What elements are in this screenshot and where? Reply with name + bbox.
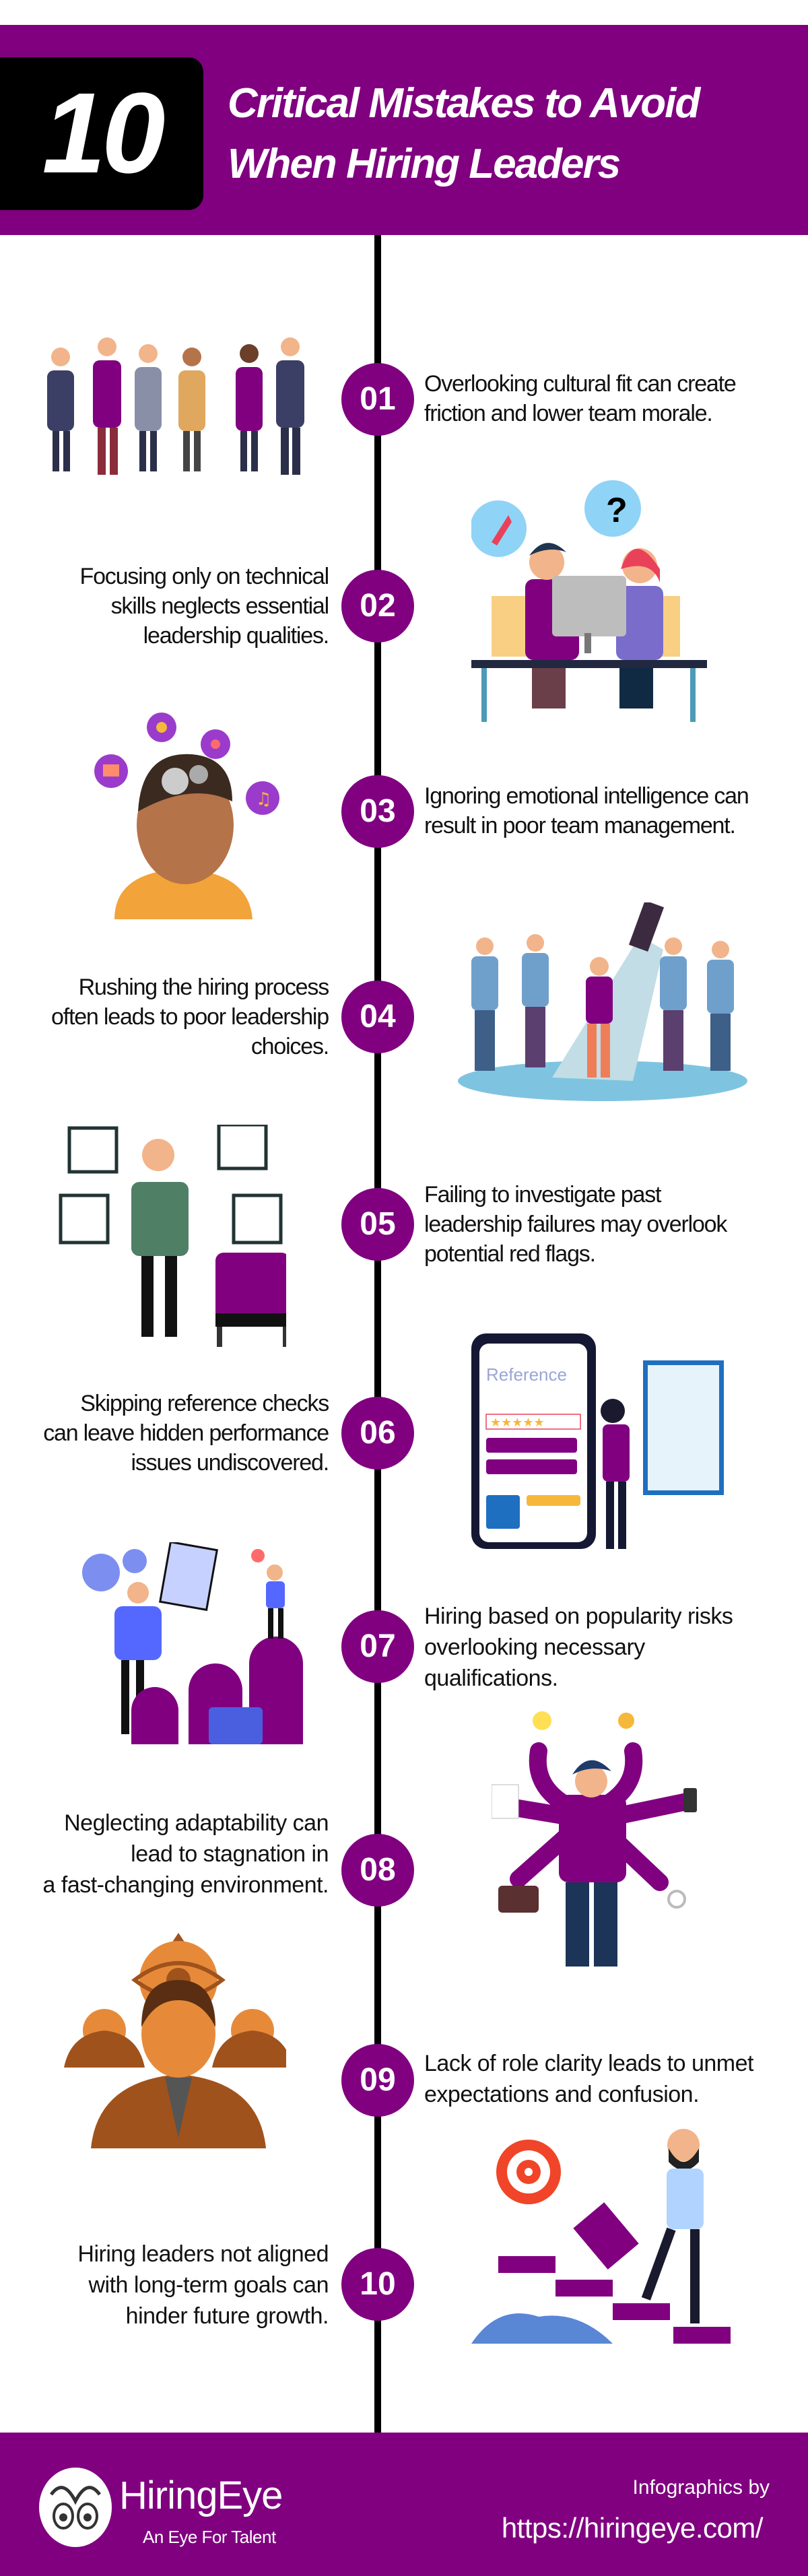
hiringeye-logo	[39, 2468, 112, 2547]
svg-text:★★★★★: ★★★★★	[490, 1416, 545, 1430]
gear-icon	[162, 768, 189, 795]
owl-eyes-icon	[49, 2486, 102, 2530]
step-text-10: Hiring leaders not aligned with long-term…	[7, 2239, 329, 2332]
briefcase-icon	[209, 1707, 263, 1744]
certificate-icon	[59, 1193, 110, 1245]
goal-stairs-illustration	[471, 2129, 731, 2344]
credit-label: Infographics by	[632, 2476, 770, 2499]
text-line: skills neglects essential	[110, 593, 330, 619]
magnifier-icon	[667, 1890, 686, 1909]
step-badge-03: 03	[341, 775, 414, 848]
certificate-icon	[217, 1125, 268, 1170]
step-text-05: Failing to investigate past leadership fa…	[424, 1180, 801, 1269]
gear-icon	[123, 1549, 147, 1573]
footer: HiringEye An Eye For Talent Infographics…	[0, 2433, 808, 2576]
lightbulb-icon	[533, 1711, 551, 1730]
briefcase-icon	[498, 1886, 539, 1913]
brand-name: HiringEye	[119, 2474, 283, 2517]
text-line: Skipping reference checks	[80, 1391, 329, 1416]
text-line: a fast-changing environment.	[42, 1872, 329, 1898]
candidate-figure	[586, 957, 613, 1078]
step-text-08: Neglecting adaptability can lead to stagn…	[7, 1808, 329, 1901]
step-badge-07: 07	[341, 1610, 414, 1683]
text-line: expectations and confusion.	[424, 2082, 700, 2107]
text-line: Hiring leaders not aligned	[77, 2241, 329, 2267]
step-badge-10: 10	[341, 2248, 414, 2321]
website-link[interactable]: https://hiringeye.com/	[501, 2512, 764, 2544]
certificate-icon	[67, 1126, 119, 1174]
spotlight-candidate-illustration	[458, 902, 747, 1101]
title-line-1: Critical Mistakes to Avoid	[228, 80, 700, 127]
text-line: Neglecting adaptability can	[64, 1810, 329, 1836]
svg-text:♫: ♫	[256, 789, 271, 810]
checklist-icon	[158, 1542, 219, 1612]
text-line: with long-term goals can	[88, 2272, 329, 2298]
header-banner: 10 Critical Mistakes to Avoid When Hirin…	[0, 25, 808, 235]
gear-icon	[82, 1554, 120, 1591]
popularity-podium-illustration	[82, 1542, 303, 1744]
title-line-2: When Hiring Leaders	[228, 141, 621, 187]
star-rating	[485, 1414, 581, 1430]
text-line: Focusing only on technical	[79, 564, 330, 589]
text-line: leadership failures may overlook	[424, 1212, 727, 1237]
step-badge-04: 04	[341, 981, 414, 1053]
step-text-01: Overlooking cultural fit can create frict…	[424, 369, 801, 428]
text-line: result in poor team management.	[424, 813, 736, 838]
text-line: lead to stagnation in	[131, 1841, 329, 1867]
role-clarity-leaders-illustration	[64, 1933, 286, 2148]
rocket-bubble-icon	[471, 500, 527, 557]
document-icon	[492, 1784, 519, 1819]
text-line: hinder future growth.	[125, 2303, 329, 2329]
title-number: 10	[0, 57, 203, 210]
step-badge-05: 05	[341, 1188, 414, 1261]
step-text-06: Skipping reference checks can leave hidde…	[7, 1389, 329, 1478]
step-badge-08: 08	[341, 1834, 414, 1907]
text-line: issues undiscovered.	[131, 1450, 329, 1476]
certificate-icon	[232, 1193, 283, 1245]
thumbs-up-icon	[486, 1495, 520, 1529]
text-line: Overlooking cultural fit can create	[424, 371, 737, 397]
text-line: Hiring based on popularity risks	[424, 1604, 733, 1629]
brand-tagline: An Eye For Talent	[143, 2527, 276, 2547]
step-text-02: Focusing only on technical skills neglect…	[7, 562, 330, 651]
coin-icon	[618, 1713, 634, 1729]
text-line: often leads to poor leadership	[51, 1004, 329, 1030]
text-line: overlooking necessary	[424, 1634, 645, 1660]
star-icon	[251, 1549, 265, 1562]
text-line: qualifications.	[424, 1665, 558, 1691]
reference-label: Reference	[486, 1364, 567, 1385]
phone-icon	[683, 1788, 697, 1812]
text-line: can leave hidden performance	[43, 1420, 329, 1446]
emotional-intelligence-head-illustration: ♫	[94, 713, 279, 919]
reference-check-phone-illustration: Reference ★★★★★	[471, 1333, 724, 1549]
text-line: Failing to investigate past	[424, 1182, 661, 1208]
text-line: Rushing the hiring process	[78, 975, 330, 1000]
svg-text:?: ?	[606, 491, 628, 530]
step-badge-09: 09	[341, 2044, 414, 2117]
briefcase-icon	[573, 2202, 639, 2270]
text-line: choices.	[250, 1034, 329, 1059]
step-badge-02: 02	[341, 570, 414, 642]
question-bubble-icon	[584, 480, 641, 537]
text-line: Ignoring emotional intelligence can	[424, 783, 749, 809]
step-text-04: Rushing the hiring process often leads to…	[7, 972, 329, 1061]
step-badge-01: 01	[341, 363, 414, 436]
coworkers-at-computer-illustration: ?	[471, 480, 707, 722]
page-title: Critical Mistakes to Avoid When Hiring L…	[228, 73, 793, 195]
multitasking-person-illustration	[492, 1711, 697, 1967]
certified-candidate-illustration	[59, 1125, 286, 1347]
text-line: potential red flags.	[424, 1241, 596, 1267]
gear-icon	[189, 765, 208, 784]
text-line: Lack of role clarity leads to unmet	[424, 2051, 753, 2076]
text-line: leadership qualities.	[143, 623, 330, 649]
team-people-illustration	[47, 337, 304, 475]
step-text-03: Ignoring emotional intelligence can resul…	[424, 781, 801, 840]
step-text-09: Lack of role clarity leads to unmet expec…	[424, 2048, 801, 2110]
text-line: friction and lower team morale.	[424, 401, 713, 426]
timeline-line	[374, 235, 381, 2433]
step-badge-06: 06	[341, 1397, 414, 1469]
step-text-07: Hiring based on popularity risks overlook…	[424, 1601, 801, 1694]
